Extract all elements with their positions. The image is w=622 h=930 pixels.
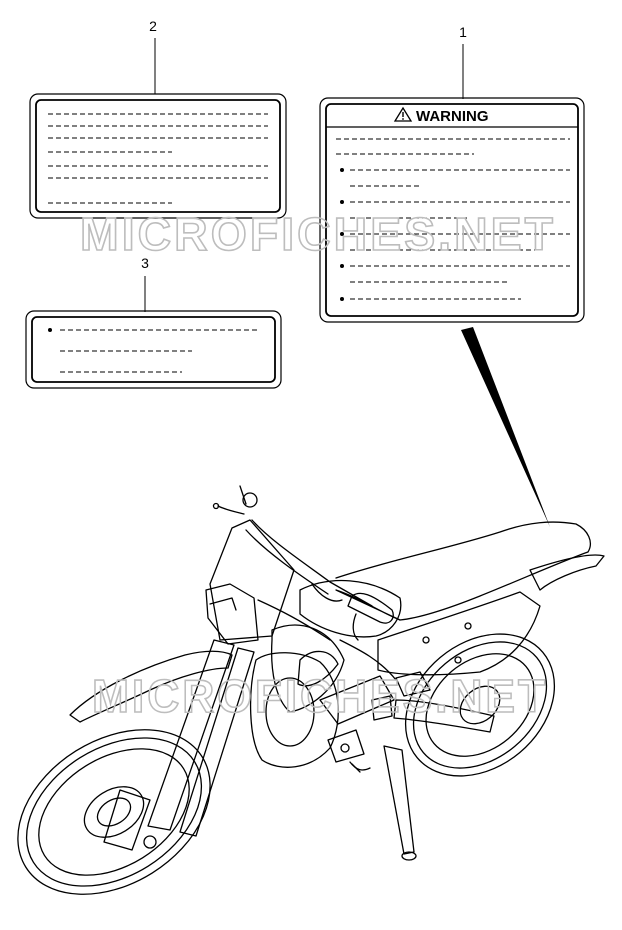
headlight-box xyxy=(205,583,259,645)
label-2[interactable]: 2 xyxy=(29,18,287,219)
callout-number-2: 2 xyxy=(149,18,157,34)
label-1-outer-border xyxy=(319,97,585,323)
label-1-text-lines xyxy=(336,138,570,317)
handlebar xyxy=(251,519,373,607)
label-1-inner-border xyxy=(325,103,579,317)
label-3-outer-border xyxy=(25,310,282,389)
front-number-plate xyxy=(209,519,295,641)
front-fork-right xyxy=(179,647,255,837)
label-3-text-lines xyxy=(60,329,258,373)
motorcycle-drawing xyxy=(17,485,605,895)
label-1-pointer xyxy=(461,327,550,527)
label-2-outer-border xyxy=(29,93,287,219)
label-3-inner-border xyxy=(31,316,276,383)
seat xyxy=(335,521,591,621)
kickstand xyxy=(383,745,415,855)
fork-guard xyxy=(103,789,151,851)
front-fender xyxy=(69,650,233,723)
rear-fender xyxy=(529,554,605,591)
radiator-shroud xyxy=(270,624,345,713)
label-3[interactable]: 3 xyxy=(25,255,282,389)
warning-triangle-icon xyxy=(393,106,413,122)
label-2-text-lines xyxy=(48,113,268,204)
engine xyxy=(249,652,339,768)
label-1-warning[interactable]: 1 WARNING xyxy=(319,24,585,323)
label-1-bullets xyxy=(340,168,344,301)
swingarm xyxy=(393,699,495,733)
callout-number-3: 3 xyxy=(141,255,149,271)
rear-wheel xyxy=(404,633,556,777)
fuel-tank xyxy=(299,579,402,638)
side-panel xyxy=(377,591,541,676)
watermark-lower: MICROFICHES.NET xyxy=(92,670,548,722)
label-2-inner-border xyxy=(35,99,281,213)
label-3-bullet xyxy=(48,328,52,332)
callout-number-1: 1 xyxy=(459,24,467,40)
front-wheel xyxy=(17,729,211,895)
handlebar-grip xyxy=(347,592,394,624)
watermark-group: MICROFICHES.NET MICROFICHES.NET xyxy=(79,207,556,723)
warning-header-text: WARNING xyxy=(416,108,489,125)
watermark-upper: MICROFICHES.NET xyxy=(80,208,556,260)
